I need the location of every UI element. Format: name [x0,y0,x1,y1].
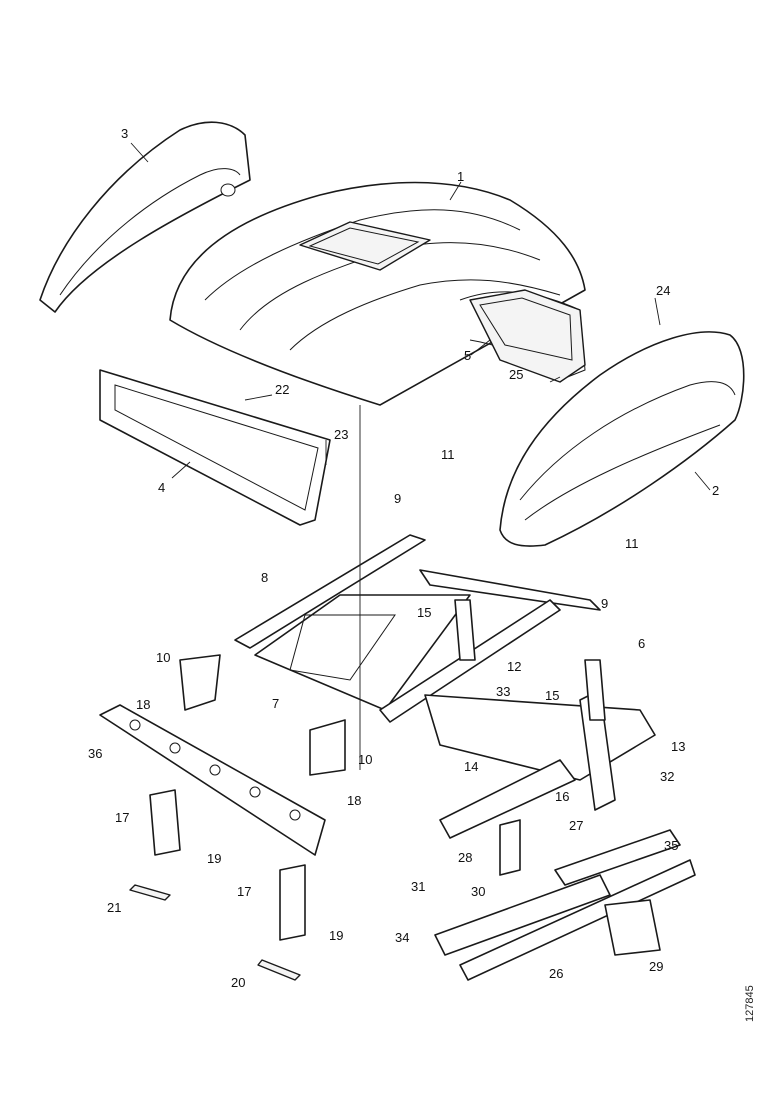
callout-27: 27 [569,818,584,833]
callout-17-left: 17 [115,810,130,825]
callout-10-left: 10 [156,650,171,665]
callout-5: 5 [464,348,472,363]
callout-15-lower: 15 [545,688,560,703]
callout-17-right: 17 [237,884,252,899]
callout-23: 23 [334,427,349,442]
callout-2: 2 [712,483,720,498]
callout-30: 30 [471,884,486,899]
part-5-side-window-frame [469,289,586,383]
callout-28: 28 [458,850,473,865]
roof-frame-structure [99,534,656,856]
callout-6: 6 [638,636,646,651]
callout-3: 3 [121,126,129,141]
callout-29: 29 [649,959,664,974]
callout-13: 13 [671,739,686,754]
callout-11-lower: 11 [625,536,639,551]
callout-12: 12 [507,659,522,674]
drawing-reference-code: 127845 [744,985,756,1022]
part-1-roof-panel [169,181,586,406]
callout-34: 34 [395,930,410,945]
callout-18-right: 18 [347,793,362,808]
callout-22: 22 [275,382,290,397]
callout-9-lower: 9 [601,596,609,611]
callout-20: 20 [231,975,246,990]
callout-4: 4 [158,480,166,495]
callout-32: 32 [660,769,675,784]
callout-19-left: 19 [207,851,222,866]
lower-parts [129,789,696,981]
callout-21: 21 [107,900,122,915]
callout-15-upper: 15 [417,605,432,620]
callout-24: 24 [656,283,671,298]
callout-31: 31 [411,879,426,894]
part-3-side-fairing-left [39,121,251,313]
part-4-front-frame [99,369,331,526]
callout-19-right: 19 [329,928,344,943]
callout-10-right: 10 [358,752,373,767]
callout-7: 7 [272,696,280,711]
leader-lines [130,142,711,770]
callout-35: 35 [664,838,679,853]
callout-26: 26 [549,966,564,981]
callout-33: 33 [496,684,511,699]
callout-11-upper: 11 [441,447,455,462]
callout-36: 36 [88,746,103,761]
callout-25: 25 [509,367,524,382]
callout-8: 8 [261,570,269,585]
part-2-side-fairing-right [499,331,745,547]
callout-18-left: 18 [136,697,151,712]
callout-16: 16 [555,789,570,804]
callout-9-upper: 9 [394,491,402,506]
callout-1: 1 [457,169,465,184]
callout-14: 14 [464,759,479,774]
